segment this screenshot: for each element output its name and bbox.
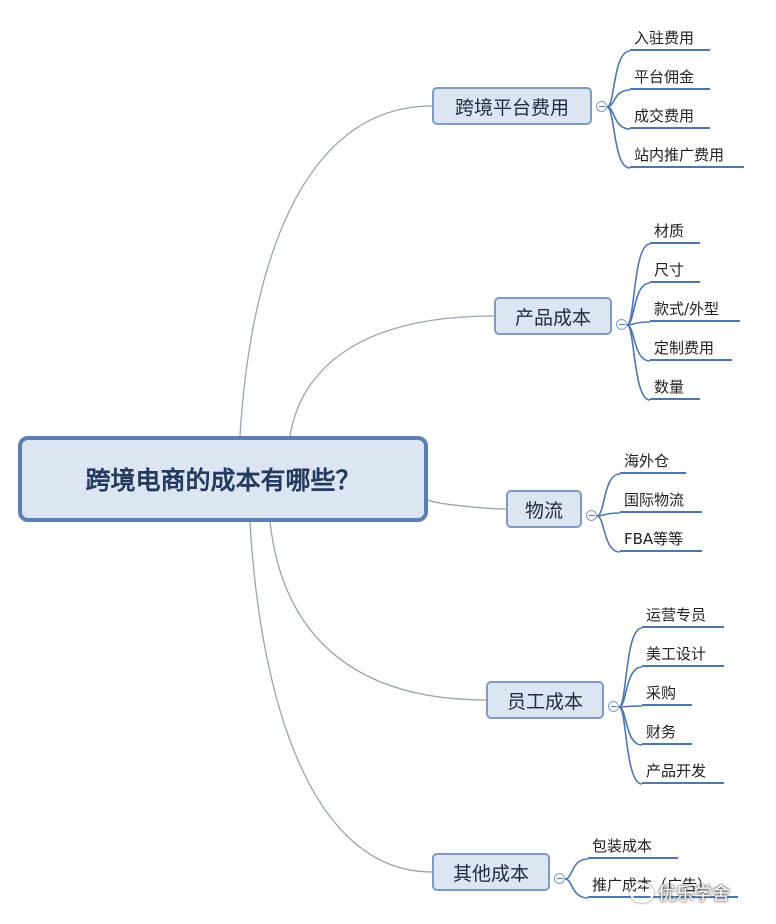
leaf-item: 海外仓 — [620, 452, 686, 474]
leaf-item: 材质 — [650, 222, 700, 244]
leaf-item: 尺寸 — [650, 261, 700, 283]
root-connector — [239, 105, 433, 437]
branch-label: 跨境平台费用 — [454, 96, 569, 119]
collapse-toggle-icon[interactable] — [616, 319, 627, 330]
branch-node-staff-cost[interactable]: 员工成本 — [486, 681, 604, 719]
leaf-connector — [618, 706, 643, 785]
leaf-item: 推广成本（广告） — [588, 876, 738, 898]
leaf-connector — [606, 89, 631, 108]
leaf-item: FBA等等 — [620, 530, 702, 552]
leaf-connector — [606, 106, 631, 169]
leaf-connector — [626, 324, 651, 401]
branch-label: 员工成本 — [506, 690, 583, 713]
leaf-connector — [564, 878, 589, 899]
branch-node-logistics[interactable]: 物流 — [506, 490, 582, 528]
leaf-item: 运营专员 — [642, 606, 724, 628]
collapse-toggle-icon[interactable] — [586, 510, 597, 521]
leaf-connector — [564, 858, 589, 880]
root-connector — [427, 499, 507, 510]
leaf-item: 财务 — [642, 723, 692, 745]
chat-bubble-icon — [630, 883, 654, 903]
leaf-connector — [596, 473, 621, 517]
branch-node-product-cost[interactable]: 产品成本 — [494, 297, 612, 335]
watermark-text: 优乐学舍 — [658, 884, 730, 905]
leaf-connector — [596, 515, 621, 553]
collapse-toggle-icon[interactable] — [554, 873, 565, 884]
branch-node-other-cost[interactable]: 其他成本 — [432, 853, 550, 891]
root-connector — [249, 521, 433, 873]
collapse-toggle-icon[interactable] — [596, 101, 607, 112]
leaf-item: 入驻费用 — [630, 29, 710, 51]
root-label: 跨境电商的成本有哪些？ — [85, 466, 361, 495]
root-connector — [269, 521, 487, 701]
leaf-item: 产品开发 — [642, 762, 724, 784]
root-connector — [289, 315, 495, 437]
leaf-connector — [618, 666, 643, 708]
leaf-item: 包装成本 — [588, 837, 678, 859]
leaf-item: 平台佣金 — [630, 68, 710, 90]
leaf-item: 站内推广费用 — [630, 146, 744, 168]
branch-label: 物流 — [524, 499, 563, 522]
leaf-connector — [626, 282, 651, 326]
collapse-toggle-icon[interactable] — [608, 701, 619, 712]
leaf-item: 国际物流 — [620, 491, 702, 513]
leaf-item: 采购 — [642, 684, 692, 706]
leaf-connector — [618, 705, 643, 708]
branch-node-platform-fees[interactable]: 跨境平台费用 — [432, 87, 592, 125]
leaf-item: 款式/外型 — [650, 300, 740, 322]
branch-label: 其他成本 — [452, 862, 529, 885]
leaf-item: 美工设计 — [642, 645, 724, 667]
leaf-connector — [606, 50, 631, 108]
root-node: 跨境电商的成本有哪些？ — [18, 436, 428, 522]
watermark: 优乐学舍 — [630, 880, 730, 906]
leaf-item: 数量 — [650, 378, 700, 400]
leaf-item: 成交费用 — [630, 107, 710, 129]
branch-label: 产品成本 — [514, 306, 591, 329]
leaf-item: 定制费用 — [650, 339, 732, 361]
